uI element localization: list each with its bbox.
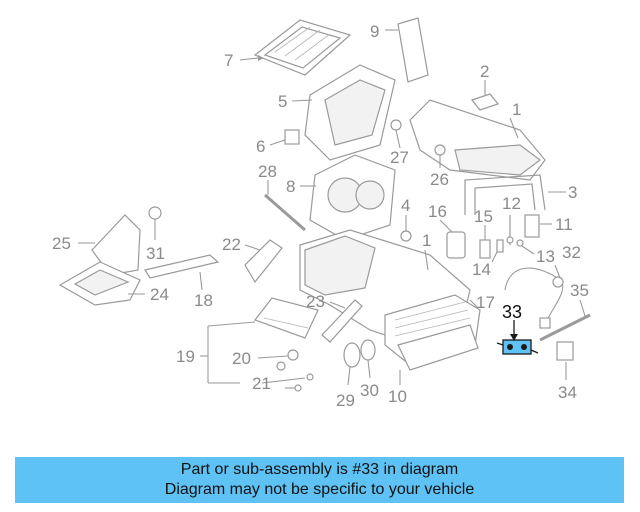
parts-diagram: 1 1 2 3 4 5 6 7 8 9 10 11 12 13 14 15 16…: [52, 17, 591, 410]
callout-29: 29: [336, 391, 355, 410]
callout-22: 22: [222, 235, 241, 254]
part-4-screw: [400, 215, 412, 242]
part-30-disc: [360, 339, 376, 379]
callout-25: 25: [52, 234, 71, 253]
part-32-harness: [504, 264, 564, 329]
banner-line-1: Part or sub-assembly is #33 in diagram: [180, 461, 459, 478]
callout-3: 3: [568, 183, 577, 202]
callout-9: 9: [370, 22, 379, 41]
callout-1b: 1: [422, 231, 431, 250]
part-16-actuator: [439, 219, 466, 259]
callout-8: 8: [286, 177, 295, 196]
part-2-plate: [470, 80, 500, 111]
callout-35: 35: [570, 281, 589, 300]
part-35-rod: [539, 299, 591, 342]
part-13-clip: [516, 239, 535, 255]
part-7-cover: [239, 19, 352, 76]
callout-11: 11: [555, 215, 573, 234]
callout-30: 30: [360, 381, 379, 400]
part-31-bolt: [148, 206, 162, 240]
callout-7: 7: [224, 51, 233, 70]
callout-19: 19: [176, 347, 195, 366]
part-1-housing: [409, 99, 546, 181]
callout-23: 23: [306, 292, 325, 311]
callout-21: 21: [252, 374, 271, 393]
callout-28: 28: [258, 162, 277, 181]
callout-6: 6: [256, 137, 265, 156]
part-5-upper-case: [291, 64, 396, 161]
banner-line-2: Diagram may not be specific to your vehi…: [164, 481, 475, 498]
callout-4: 4: [401, 196, 410, 215]
callout-13: 13: [536, 247, 555, 266]
part-29-disc: [343, 342, 361, 386]
callout-18: 18: [194, 291, 213, 310]
part-21-clip: [261, 373, 314, 392]
info-banner: Part or sub-assembly is #33 in diagram D…: [15, 457, 624, 503]
part-27-screw: [390, 119, 402, 149]
callout-10: 10: [388, 387, 407, 406]
callout-15: 15: [474, 207, 493, 226]
callout-31: 31: [146, 244, 165, 263]
callout-26: 26: [430, 170, 449, 189]
callout-33: 33: [502, 302, 522, 322]
part-33-highlighted: [496, 320, 539, 355]
part-34-bracket: [556, 341, 574, 380]
part-20-clip: [257, 349, 299, 371]
part-28-rod: [264, 180, 306, 232]
callout-1: 1: [512, 100, 521, 119]
callout-5: 5: [278, 92, 287, 111]
callout-16: 16: [428, 202, 447, 221]
callout-12: 12: [502, 194, 521, 213]
part-15-sensor: [479, 225, 491, 259]
callout-20: 20: [232, 349, 251, 368]
part-19-filter: [200, 297, 319, 384]
part-24-tray: [58, 261, 145, 306]
part-8-blower: [300, 154, 396, 241]
part-9-panel: [385, 17, 429, 83]
callout-34: 34: [558, 383, 577, 402]
callout-2: 2: [480, 62, 489, 81]
callout-24: 24: [150, 285, 169, 304]
part-26-grommet: [434, 144, 446, 168]
part-3-bracket: [464, 174, 566, 215]
part-23-duct: [321, 299, 363, 343]
part-12-sensor: [506, 215, 514, 245]
callout-27: 27: [390, 148, 409, 167]
part-22-duct: [244, 239, 283, 284]
part-10-core: [397, 324, 479, 385]
callout-32: 32: [562, 243, 581, 262]
part-18-strip: [144, 254, 220, 291]
callout-17: 17: [476, 293, 495, 312]
callout-14: 14: [472, 260, 491, 279]
part-6-clip: [269, 129, 300, 146]
part-11-actuator: [524, 214, 552, 238]
part-14-clip: [491, 239, 504, 263]
